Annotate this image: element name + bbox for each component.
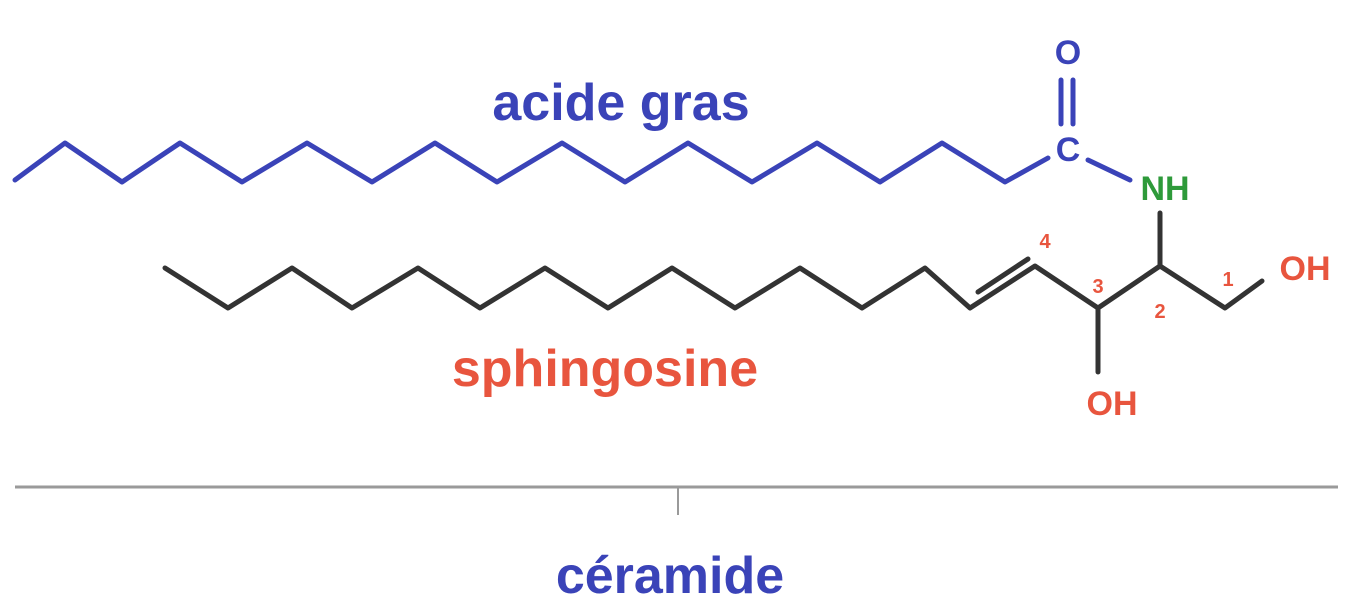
fatty-acid-chain — [12, 140, 1051, 185]
trans-double-bond — [975, 256, 1031, 295]
carbonyl-to-nh-bond — [1085, 157, 1133, 183]
terminal-oh-label: OH — [1280, 250, 1331, 288]
nh-atom-label: NH — [1140, 170, 1189, 208]
carbon-number-3: 3 — [1092, 276, 1103, 298]
carbon-number-1: 1 — [1222, 269, 1233, 291]
fatty-acid-label: acide gras — [492, 74, 749, 132]
carbon-number-4: 4 — [1039, 231, 1051, 253]
carbonyl-carbon-label: C — [1056, 131, 1081, 169]
c3-oh-label: OH — [1087, 385, 1138, 423]
sphingosine-label: sphingosine — [452, 340, 758, 398]
oxygen-atom-label: O — [1055, 34, 1081, 72]
ceramide-label: céramide — [556, 547, 784, 605]
carbon-number-2: 2 — [1154, 301, 1165, 323]
